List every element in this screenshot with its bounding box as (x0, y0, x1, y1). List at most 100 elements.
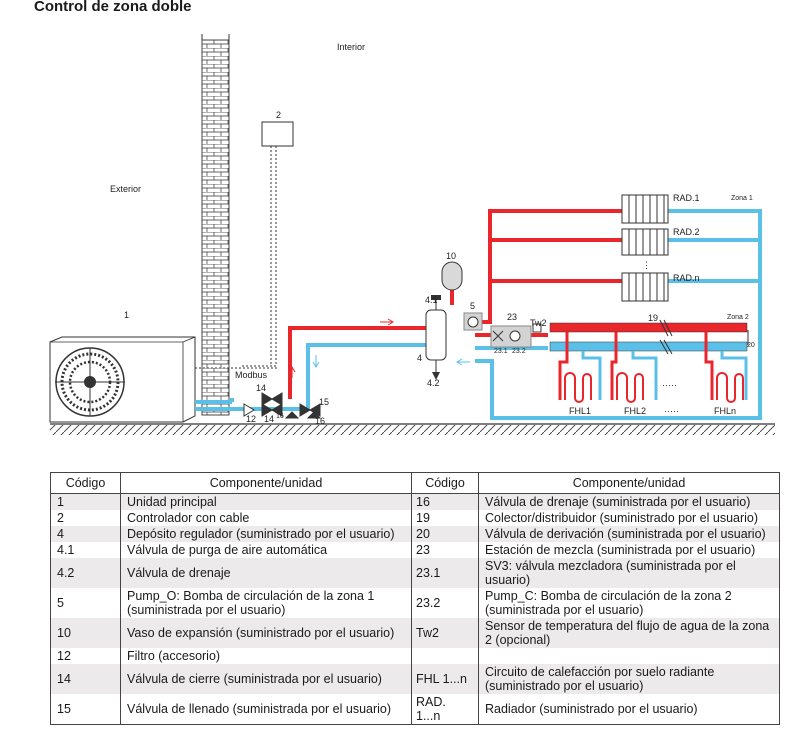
code: 4.2 (50, 558, 121, 588)
label-10: 10 (446, 251, 456, 261)
zona1-label: Zona 1 (731, 195, 753, 202)
header-component-2: Componente/unidad (478, 472, 780, 494)
code: 16 (411, 493, 479, 510)
rad2-label: RAD.2 (673, 227, 700, 237)
component: Circuito de calefacción por suelo radian… (478, 664, 780, 694)
code: 19 (411, 510, 479, 526)
expansion-vessel (441, 261, 463, 291)
wall (201, 34, 230, 416)
component: SV3: válvula mezcladora (suministrada po… (478, 558, 780, 588)
label-23: 23 (507, 312, 517, 322)
valves (243, 392, 322, 419)
component: Válvula de derivación (suministrada por … (478, 526, 780, 542)
radiators (621, 194, 669, 302)
component: Válvula de drenaje (120, 558, 412, 588)
code: 23 (411, 542, 479, 558)
code: 12 (50, 648, 121, 664)
label-16b: 16 (315, 416, 325, 426)
component: Válvula de llenado (suministrada por el … (120, 694, 412, 725)
code: 10 (50, 618, 121, 648)
component: Depósito regulador (suministrado por el … (120, 526, 412, 542)
wired-controller (261, 121, 294, 147)
code: 14 (50, 664, 121, 694)
page-title: Control de zona doble (34, 0, 192, 15)
label-5: 5 (470, 301, 475, 311)
table-row: 12 Filtro (accesorio) (50, 648, 780, 664)
code: 1 (50, 493, 121, 510)
label-4: 4 (417, 353, 422, 363)
header-code-2: Código (411, 472, 479, 494)
controller-label: 2 (276, 110, 281, 120)
radn-label: RAD.n (673, 273, 700, 283)
code: 2 (50, 510, 121, 526)
table-row: 14 Válvula de cierre (suministrada por e… (50, 664, 780, 694)
table-row: 10 Vaso de expansión (suministrado por e… (50, 618, 780, 648)
component: Válvula de drenaje (suministrada por el … (478, 493, 780, 510)
code: 5 (50, 588, 121, 618)
main-unit (49, 336, 196, 423)
table-row: 1 Unidad principal 16 Válvula de drenaje… (50, 493, 780, 510)
buffer-tank (425, 309, 447, 361)
zone1-supply-pipes (288, 209, 622, 399)
fhl-ellipsis: ····· (664, 406, 679, 416)
fhln-label: FHLn (714, 406, 736, 416)
code: 4.1 (50, 542, 121, 558)
code: Tw2 (411, 618, 479, 648)
code: 23.2 (411, 588, 479, 618)
code: 20 (411, 526, 479, 542)
component-table: Código Componente/unidad Código Componen… (50, 472, 780, 725)
table-row: 4.1 Válvula de purga de aire automática … (50, 542, 780, 558)
table-row: 4 Depósito regulador (suministrado por e… (50, 526, 780, 542)
table-row: 5 Pump_O: Bomba de circulación de la zon… (50, 588, 780, 618)
component: Vaso de expansión (suministrado por el u… (120, 618, 412, 648)
label-23-2: 23.2 (512, 348, 526, 355)
code: RAD. 1...n (411, 694, 479, 725)
code (411, 648, 479, 664)
label-15: 15 (319, 397, 329, 407)
label-20: 20 (747, 342, 755, 349)
exterior-label: Exterior (110, 184, 141, 194)
header-component-1: Componente/unidad (120, 472, 412, 494)
rad-dots: ⋮ (642, 260, 651, 270)
label-14a: 14 (256, 383, 266, 393)
component: Filtro (accesorio) (120, 648, 412, 664)
label-14b: 14 (264, 414, 274, 424)
component: Controlador con cable (120, 510, 412, 526)
flow-arrows (288, 318, 470, 378)
ground (50, 423, 775, 435)
unit-label: 1 (124, 310, 129, 320)
label-19: 19 (648, 313, 658, 323)
component: Válvula de cierre (suministrada por el u… (120, 664, 412, 694)
table-header: Código Componente/unidad Código Componen… (50, 472, 780, 494)
hydraulic-diagram: Interior Exterior 1 2 Modbus (49, 34, 775, 435)
component: Pump_C: Bomba de circulación de la zona … (478, 588, 780, 618)
label-tw2: Tw2 (530, 318, 547, 328)
rad1-label: RAD.1 (673, 193, 700, 203)
tw2-sensor (532, 323, 542, 333)
label-12: 12 (246, 414, 256, 424)
fhl1-label: FHL1 (569, 406, 591, 416)
loops-ellipsis: ····· (662, 380, 677, 390)
table-row: 4.2 Válvula de drenaje 23.1 SV3: válvula… (50, 558, 780, 588)
modbus-label: Modbus (235, 370, 268, 380)
zone2-pipes (475, 319, 749, 403)
component: Válvula de purga de aire automática (120, 542, 412, 558)
code: 23.1 (411, 558, 479, 588)
component: Estación de mezcla (suministrada por el … (478, 542, 780, 558)
interior-label: Interior (337, 42, 365, 52)
component: Radiador (suministrado por el usuario) (478, 694, 780, 725)
zona2-label: Zona 2 (727, 314, 749, 321)
component (478, 648, 780, 664)
code: 4 (50, 526, 121, 542)
component: Sensor de temperatura del flujo de agua … (478, 618, 780, 648)
component: Unidad principal (120, 493, 412, 510)
component: Colector/distribuidor (suministrado por … (478, 510, 780, 526)
label-23-1: 23.1 (494, 348, 508, 355)
code: FHL 1...n (411, 664, 479, 694)
code: 15 (50, 694, 121, 725)
table-row: 2 Controlador con cable 19 Colector/dist… (50, 510, 780, 526)
fhl2-label: FHL2 (624, 406, 646, 416)
table-row: 15 Válvula de llenado (suministrada por … (50, 694, 780, 725)
component: Pump_O: Bomba de circulación de la zona … (120, 588, 412, 618)
label-4-2: 4.2 (427, 378, 440, 388)
